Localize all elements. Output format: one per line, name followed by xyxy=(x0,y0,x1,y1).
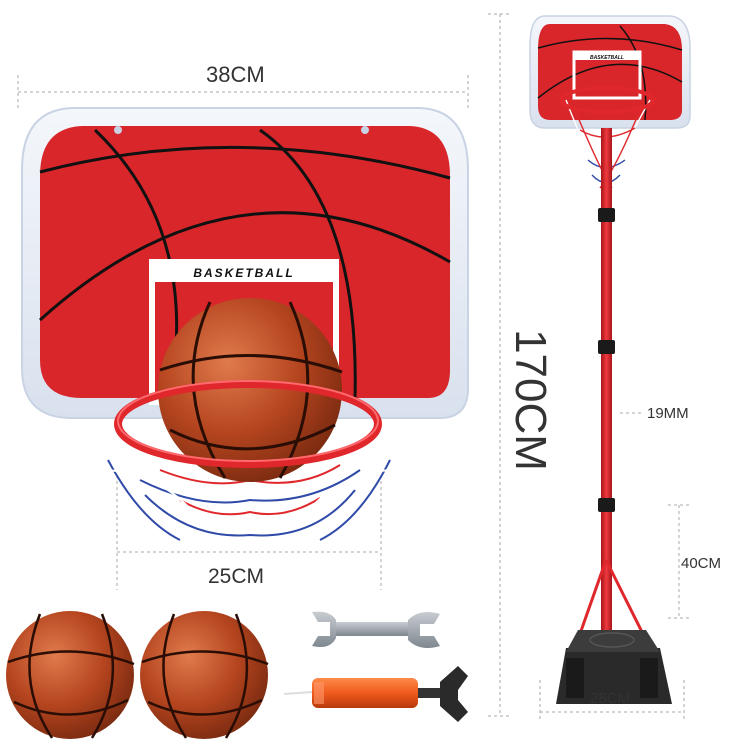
wrench-icon xyxy=(312,611,440,648)
backboard-label: BASKETBALL xyxy=(193,266,294,280)
ball-right xyxy=(140,611,269,739)
pump-icon xyxy=(283,666,468,722)
backboard-width-label: 38CM xyxy=(206,62,265,87)
base-width-label: 28CM xyxy=(590,690,631,707)
dimension-lines xyxy=(17,13,690,720)
pole-diameter-label: 19MM xyxy=(647,405,689,422)
stand-full: BASKETBALL xyxy=(529,15,691,704)
rim-large xyxy=(114,380,382,468)
total-height-label: 170CM xyxy=(506,329,555,471)
backboard-large: BASKETBALL xyxy=(21,107,469,419)
pole-segment-label: 40CM xyxy=(681,555,722,572)
ball-left xyxy=(6,611,135,739)
svg-text:BASKETBALL: BASKETBALL xyxy=(590,55,624,61)
ball-in-hoop xyxy=(158,298,343,482)
rim-diameter-label: 25CM xyxy=(208,565,265,588)
